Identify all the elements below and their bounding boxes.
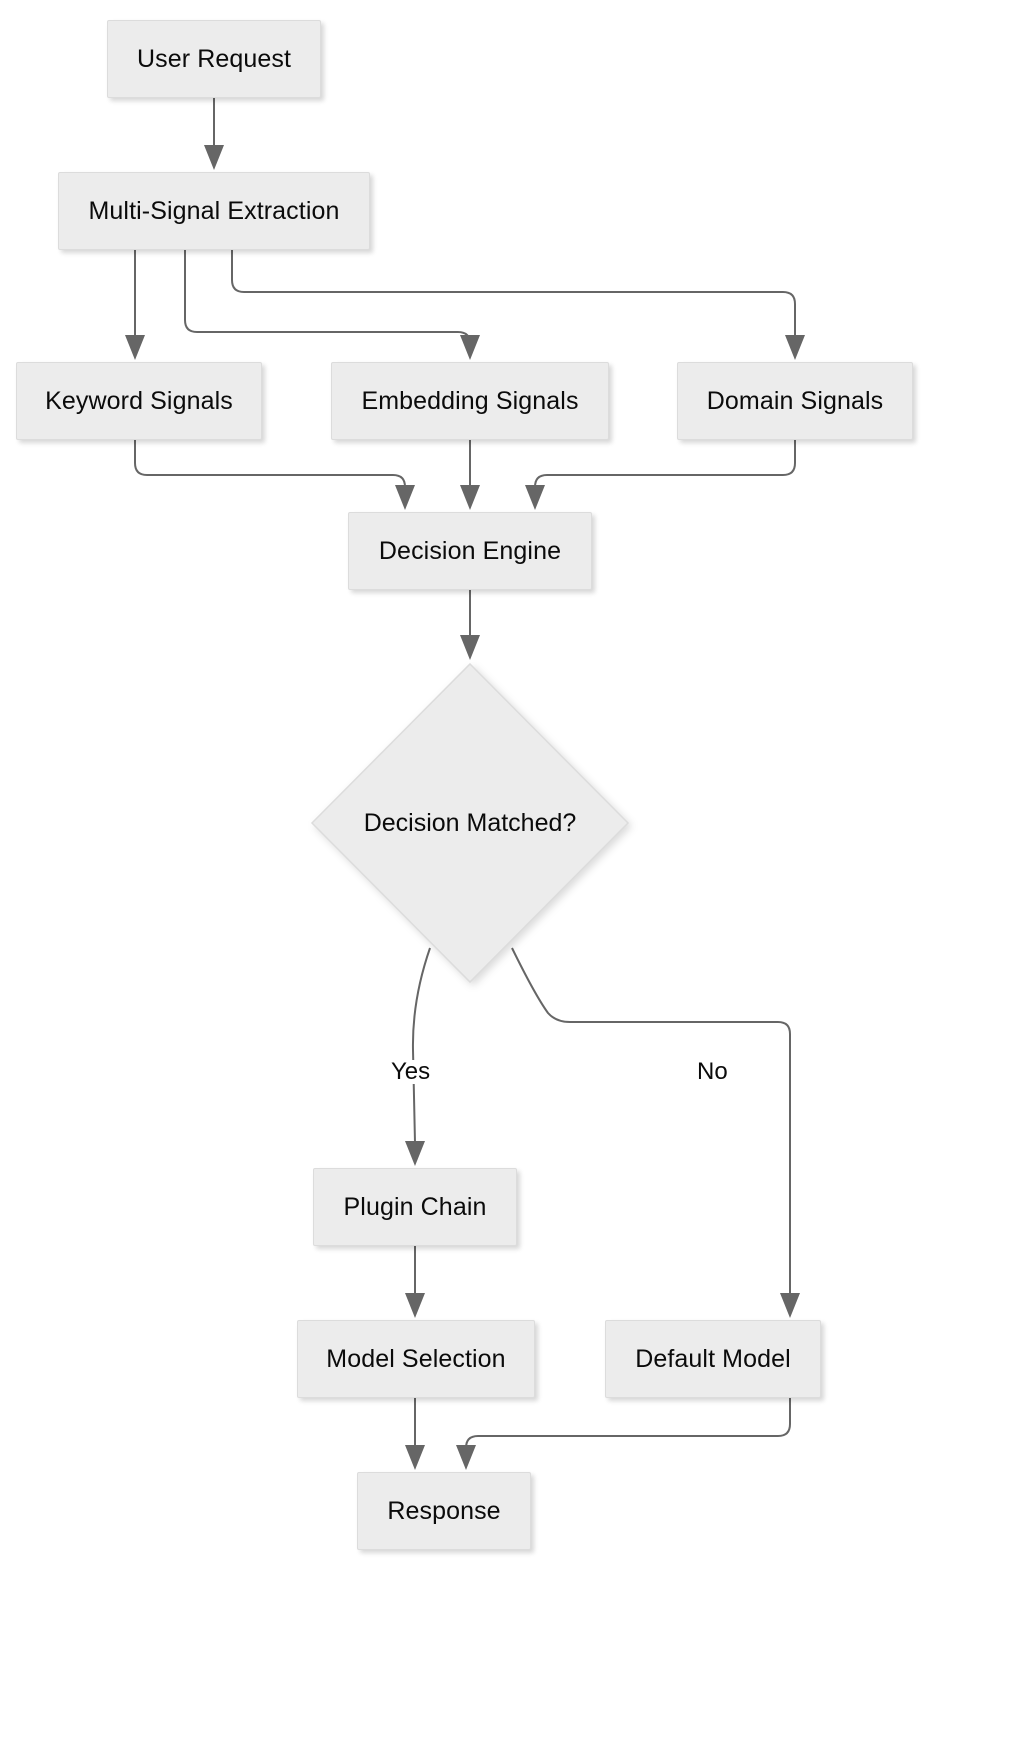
edge-multi-signal-to-keyword-signals [125, 250, 145, 360]
node-label: Multi-Signal Extraction [88, 196, 340, 225]
node-label: Decision Matched? [363, 808, 577, 837]
node-label: Plugin Chain [343, 1192, 487, 1221]
node-default-model[interactable]: Default Model [605, 1320, 821, 1398]
edge-label-yes: Yes [388, 1060, 434, 1084]
node-label: Model Selection [326, 1344, 506, 1373]
node-multi-signal-extraction[interactable]: Multi-Signal Extraction [58, 172, 370, 250]
node-embedding-signals[interactable]: Embedding Signals [331, 362, 609, 440]
node-label: Domain Signals [706, 386, 884, 415]
node-label: Embedding Signals [361, 386, 579, 415]
edge-embedding-signals-to-decision-engine [460, 440, 480, 510]
node-label: Response [387, 1496, 501, 1525]
node-decision-matched[interactable]: Decision Matched? [310, 662, 630, 984]
node-label: User Request [136, 44, 292, 73]
edge-multi-signal-to-embedding-signals [184, 250, 480, 360]
node-label: Decision Engine [378, 536, 562, 565]
node-decision-engine[interactable]: Decision Engine [348, 512, 592, 590]
edge-multi-signal-to-domain-signals [231, 250, 805, 360]
node-domain-signals[interactable]: Domain Signals [677, 362, 913, 440]
edge-model-selection-to-response [405, 1398, 425, 1470]
edge-default-model-to-response [456, 1398, 791, 1470]
node-plugin-chain[interactable]: Plugin Chain [313, 1168, 517, 1246]
edge-decision-engine-to-decision-matched [460, 590, 480, 660]
edge-domain-signals-to-decision-engine [525, 440, 796, 510]
edge-decision-matched-no-to-default-model [511, 947, 800, 1318]
node-label: Default Model [635, 1344, 791, 1373]
edge-keyword-signals-to-decision-engine [134, 440, 415, 510]
node-user-request[interactable]: User Request [107, 20, 321, 98]
edge-plugin-chain-to-model-selection [405, 1246, 425, 1318]
node-model-selection[interactable]: Model Selection [297, 1320, 535, 1398]
edge-user-request-to-multi-signal [204, 98, 224, 170]
edge-label-no: No [694, 1060, 731, 1084]
diamond-shape [310, 662, 630, 984]
node-label: Keyword Signals [45, 386, 233, 415]
node-keyword-signals[interactable]: Keyword Signals [16, 362, 262, 440]
node-response[interactable]: Response [357, 1472, 531, 1550]
